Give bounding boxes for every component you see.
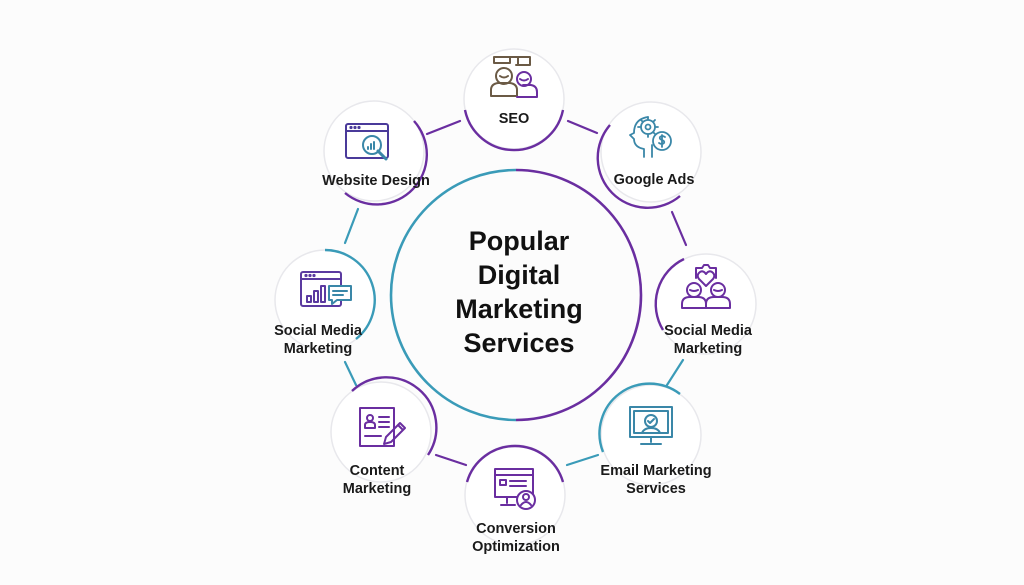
outer-ring-segments [343, 119, 688, 467]
node-label-line: Social Media [274, 323, 362, 339]
node-label-website-design: Website Design [322, 172, 430, 190]
center-title-line: Marketing [455, 294, 583, 324]
node-label-google-ads: Google Ads [614, 171, 695, 189]
center-title-line: Digital [477, 260, 561, 290]
browser-chart-chat-icon [300, 271, 352, 307]
node-label-line: Google Ads [613, 172, 695, 188]
browser-magnifier-icon [345, 123, 389, 161]
center-circle [389, 168, 643, 422]
node-label-line: Marketing [673, 341, 743, 357]
node-label-line: Email Marketing [600, 463, 712, 479]
monitor-profile-icon [494, 468, 536, 510]
monitor-user-icon [629, 406, 673, 445]
node-label-line: Marketing [342, 481, 412, 497]
node-label-line: Social Media [664, 323, 752, 339]
node-label-email-marketing: Email Marketing Services [600, 462, 711, 498]
node-label-content-marketing: Content Marketing [343, 462, 412, 498]
node-label-social-media-left: Social Media Marketing [274, 322, 362, 358]
node-label-conversion: Conversion Optimization [472, 520, 560, 556]
node-label-line: Content [349, 463, 405, 479]
satellite-content-marketing [330, 376, 438, 483]
center-title-line: Popular [468, 226, 570, 256]
node-label-seo: SEO [499, 110, 530, 128]
center-title: Popular Digital Marketing Services [392, 224, 646, 360]
center-title-line: Services [463, 328, 575, 358]
node-label-line: SEO [498, 111, 530, 127]
people-board-icon [490, 56, 538, 98]
satellite-google-ads [596, 101, 702, 209]
node-label-social-media-right: Social Media Marketing [664, 322, 752, 358]
satellite-conversion [464, 444, 566, 546]
node-label-line: Optimization [472, 539, 560, 555]
people-heart-icon [681, 264, 731, 309]
node-label-line: Services [626, 481, 686, 497]
node-label-line: Website Design [322, 173, 430, 189]
satellite-seo [463, 48, 565, 152]
document-pencil-icon [359, 407, 406, 447]
satellite-email-marketing [598, 382, 702, 486]
node-label-line: Conversion [476, 521, 556, 537]
head-gear-dollar-icon [629, 116, 672, 158]
node-label-line: Marketing [283, 341, 353, 357]
